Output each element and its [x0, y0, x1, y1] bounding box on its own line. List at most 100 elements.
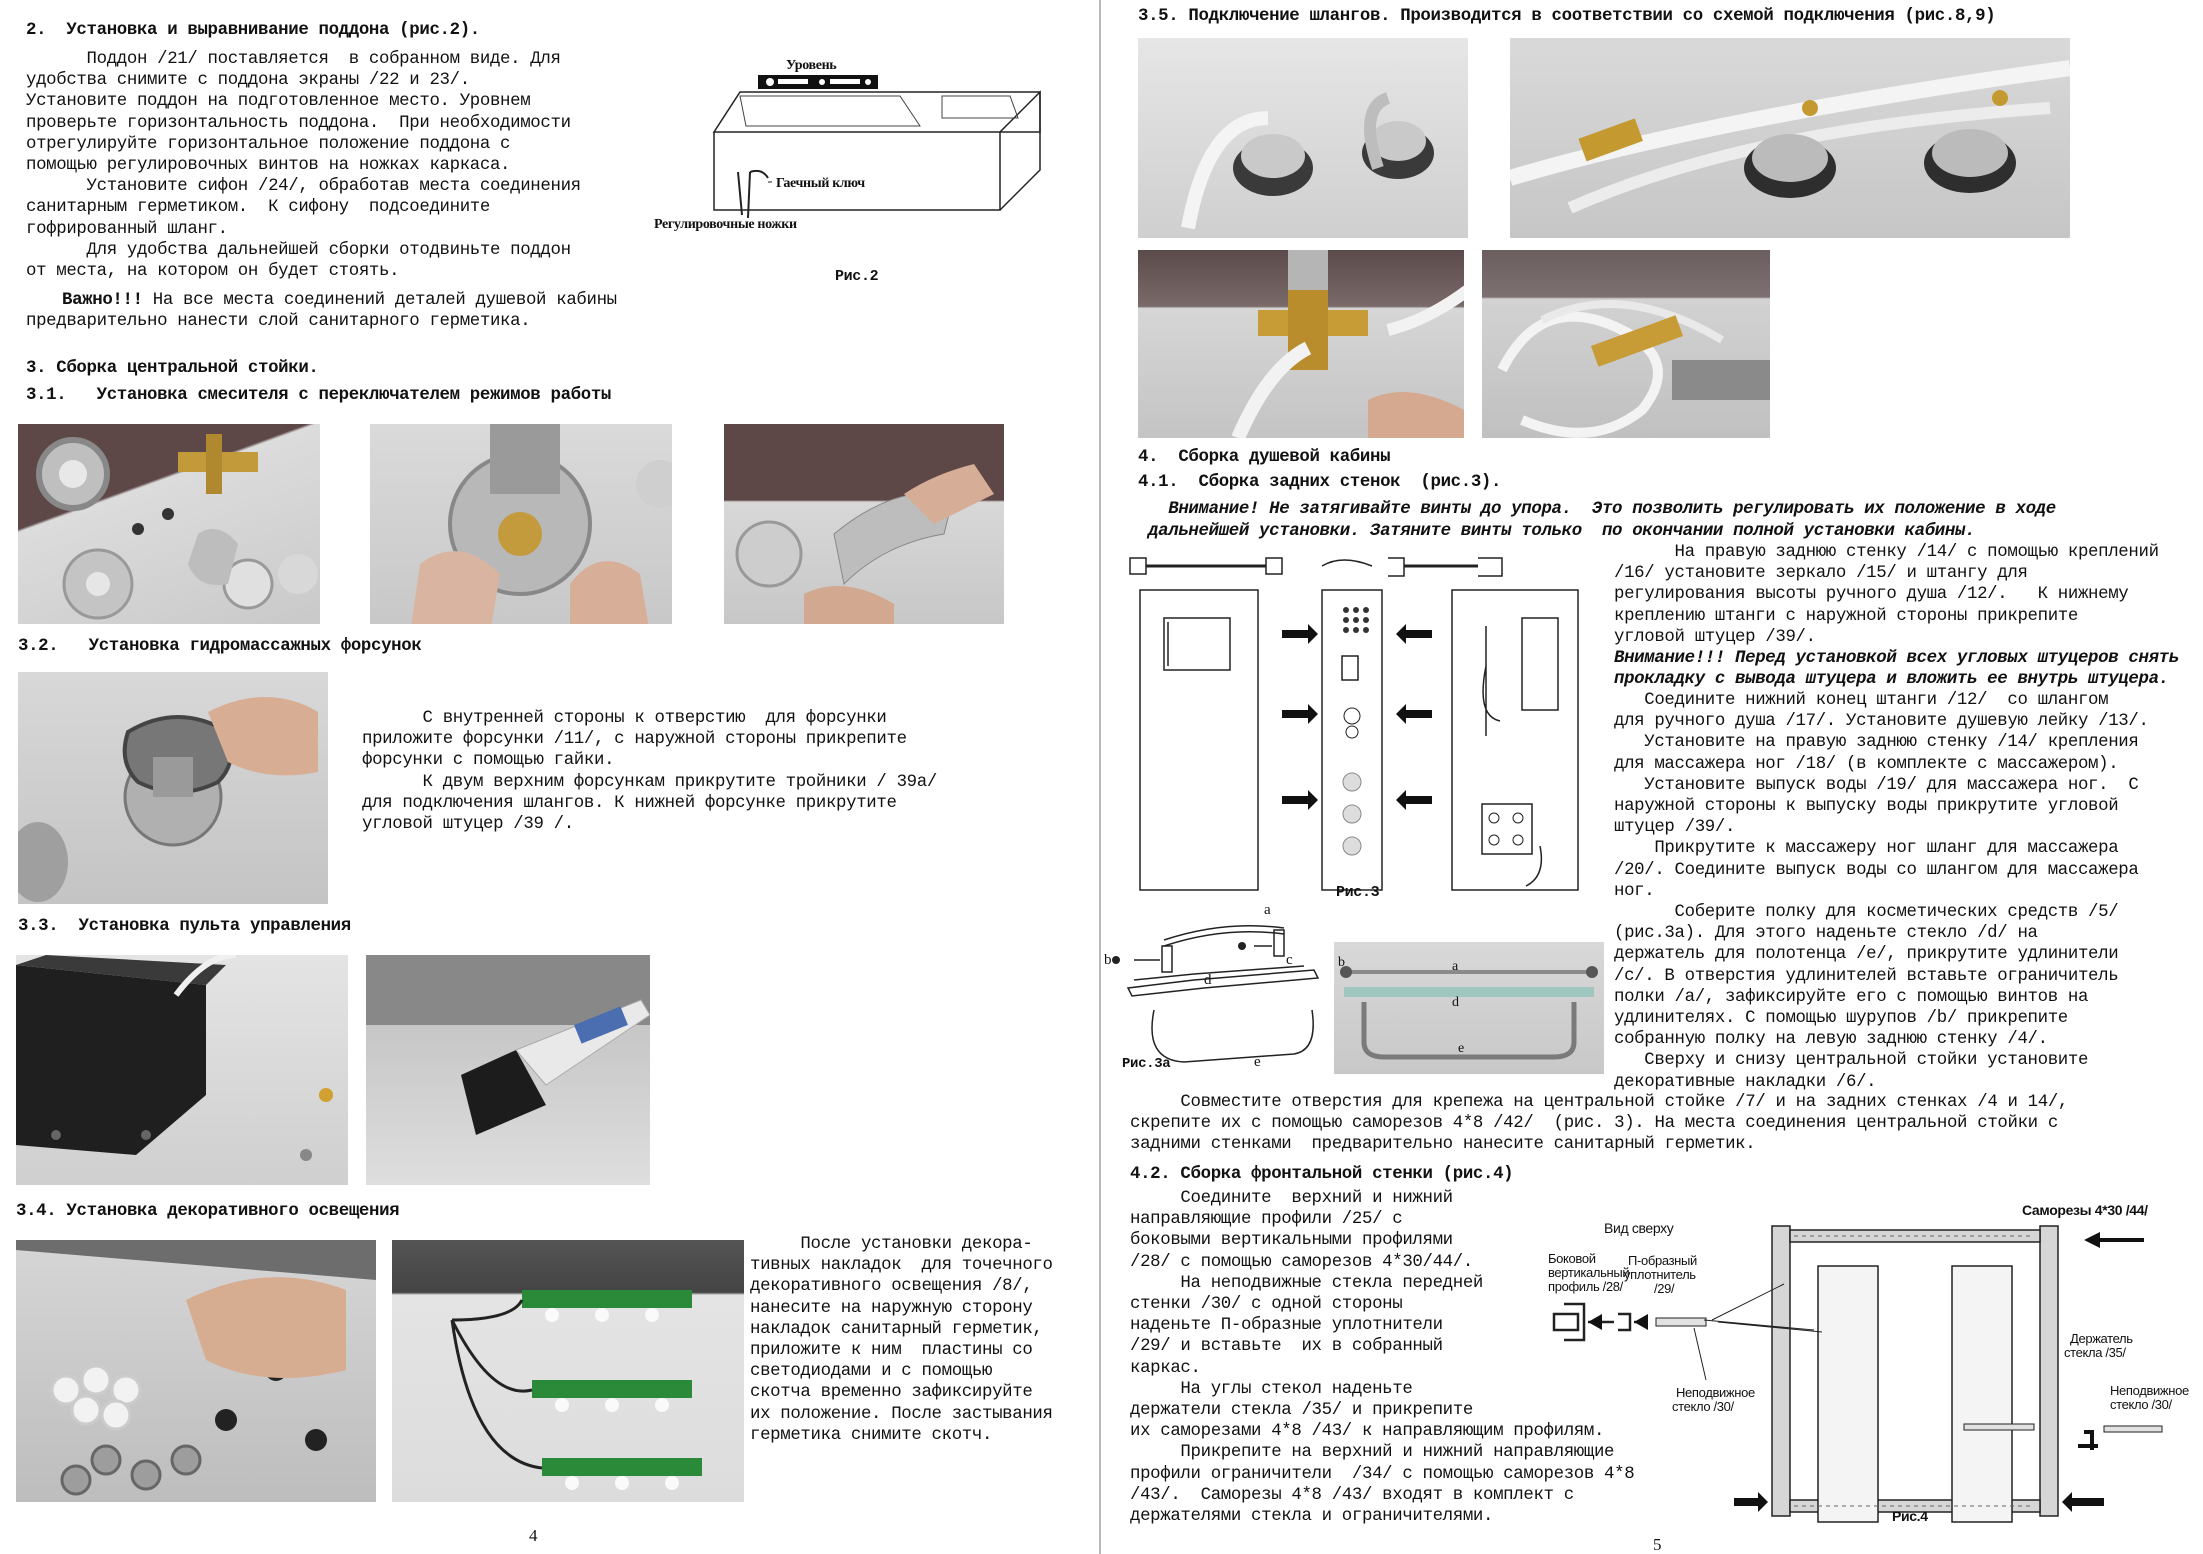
s32-line: угловой штуцер /39 /.: [362, 815, 574, 834]
fig4-glass-2: стекло /30/: [1672, 1399, 1734, 1414]
section-3-1-title: 3.1. Установка смесителя с переключателе…: [26, 386, 611, 405]
attn-line: Внимание!!! Перед установкой всех угловы…: [1614, 649, 2179, 668]
photo-hose-connections: [1510, 38, 2070, 238]
p41c-line: декоративные накладки /6/.: [1614, 1072, 1877, 1092]
p41b-line: для ручного душа /17/. Установите душеву…: [1614, 712, 2149, 732]
s34-line: тивных накладок для точечного: [750, 1256, 1053, 1276]
photo-jet-nozzle: [18, 672, 328, 904]
label-3a-c: c: [1286, 952, 1293, 968]
section-3-title: 3. Сборка центральной стойки.: [26, 359, 319, 378]
label-3a-a: a: [1264, 902, 1271, 918]
section-3-4-title: 3.4. Установка декоративного освещения: [16, 1202, 400, 1221]
p42-line: наденьте П-образные уплотнители: [1130, 1316, 1443, 1336]
section-3-2-title: 3.2. Установка гидромассажных форсунок: [18, 637, 422, 656]
sec2-line: отрегулируйте горизонтальное положение п…: [26, 134, 511, 154]
p42-line: профили ограничители /34/ с помощью само…: [1130, 1464, 1635, 1484]
s32-line: С внутренней стороны к отверстию для фор…: [362, 709, 887, 728]
s34-line: герметика снимите скотч.: [750, 1425, 993, 1445]
sec2-line: Для удобства дальнейшей сборки отодвиньт…: [26, 240, 571, 260]
sec2-line: Установите поддон на подготовленное мест…: [26, 92, 531, 112]
fig2-label-legs: Регулировочные ножки: [654, 217, 797, 232]
photo-mixer-wrench: [370, 424, 672, 624]
figure-2-caption: Рис.2: [835, 268, 879, 285]
fig4-glass-right-2: стекло /30/: [2110, 1397, 2172, 1412]
sec2-line: проверьте горизонтальность поддона. При …: [26, 113, 571, 133]
fig4-screws: Саморезы 4*30 /44/: [2022, 1202, 2148, 1218]
p41c-line: (рис.3а). Для этого наденьте стекло /d/ …: [1614, 924, 2038, 944]
p41-line: креплению штанги с наружной стороны прик…: [1614, 606, 2078, 626]
fig4-glass-1: Неподвижное: [1676, 1385, 1755, 1400]
p42-line: На неподвижные стекла передней: [1130, 1273, 1484, 1293]
p42-line: Соедините верхний и нижний: [1130, 1189, 1453, 1208]
figure-3-back-walls: [1122, 546, 1612, 906]
s34-line: декоративного освещения /8/,: [750, 1277, 1033, 1297]
sec2-line: от места, на котором он будет стоять.: [26, 262, 400, 281]
figure-3a-caption: Рис.3а: [1122, 1056, 1171, 1072]
p42-line: каркас.: [1130, 1358, 1201, 1378]
fig2-label-wrench: Гаечный ключ: [776, 176, 865, 191]
p41b-line: Соедините нижний конец штанги /12/ со шл…: [1614, 691, 2109, 710]
fig4-side-profile-2: вертикальный: [1548, 1265, 1630, 1280]
sec2-line: удобства снимите с поддона экраны /22 и …: [26, 71, 470, 91]
figure-3a-shelf: a b c d e: [1104, 900, 1328, 1076]
p42-line: На углы стекол наденьте: [1130, 1379, 1413, 1399]
figure-4-front-wall: Вид сверху Саморезы 4*30 /44/ Боковой ве…: [1544, 1200, 2199, 1530]
photo-led-strips: [392, 1240, 744, 1502]
s32-line: К двум верхним форсункам прикрутите трой…: [362, 772, 938, 792]
s34-line: накладок санитарный герметик,: [750, 1319, 1043, 1339]
p42-line: держателями стекла и ограничителями.: [1130, 1507, 1494, 1526]
fig4-seal-1: П-образный: [1628, 1253, 1697, 1268]
photo-shower-hose: [1482, 250, 1770, 438]
photo-hose-elbows: [1138, 38, 1468, 238]
page-number-right: 5: [1653, 1535, 1662, 1554]
s34-line: их положение. После застывания: [750, 1404, 1053, 1424]
p41c-line: держатель для полотенца /e/, прикрутите …: [1614, 945, 2119, 965]
fig4-holder-1: Держатель: [2070, 1331, 2133, 1346]
photo-mixer-switch: [724, 424, 1004, 624]
sec2-line: гофрированный шланг.: [26, 219, 228, 239]
p41c-line: полки /а/, зафиксируйте его с помощью ви…: [1614, 987, 2089, 1007]
p42-line: боковыми вертикальными профилями: [1130, 1231, 1453, 1251]
photo-led-covers: [16, 1240, 376, 1502]
fig2-label-level: Уровень: [786, 58, 837, 73]
section-3-3-title: 3.3. Установка пульта управления: [18, 917, 351, 936]
warning-line-2: дальнейшей установки. Затяните винты тол…: [1138, 522, 1976, 541]
p42-line: Прикрепите на верхний и нижний направляю…: [1130, 1443, 1615, 1463]
p41c-line: собранную полку на левую заднюю стенку /…: [1614, 1030, 2048, 1050]
section-3-5-title: 3.5. Подключение шлангов. Производится в…: [1138, 7, 1996, 26]
important-line2: предварительно нанести слой санитарного …: [26, 312, 531, 331]
section-2-title: 2. Установка и выравнивание поддона (рис…: [26, 21, 480, 40]
p42-line: их саморезами 4*8 /43/ к направляющим пр…: [1130, 1422, 1605, 1442]
photo-shelf: a b d e: [1334, 942, 1604, 1074]
page-divider: [1099, 0, 1101, 1554]
label-3a-b: b: [1104, 952, 1112, 968]
important-note: Важно!!! На все места соединений деталей…: [62, 290, 617, 311]
s34-line: скотча временно зафиксируйте: [750, 1383, 1033, 1403]
warning-line-1: Внимание! Не затягивайте винты до упора.…: [1138, 500, 2056, 519]
label-photo-e: e: [1458, 1041, 1464, 1056]
label-3a-e: e: [1254, 1054, 1261, 1070]
p41-line: На правую заднюю стенку /14/ с помощью к…: [1614, 543, 2159, 562]
important-text: На все места соединений деталей душевой …: [142, 291, 617, 310]
page-number-left: 4: [529, 1526, 538, 1545]
p41c-line: /c/. В отверстия удлинителей вставьте ог…: [1614, 966, 2119, 986]
s34-line: нанесите на наружную сторону: [750, 1298, 1033, 1318]
s32-line: для подключения шлангов. К нижней форсун…: [362, 793, 897, 813]
sec2-line: Установите сифон /24/, обработав места с…: [26, 177, 582, 197]
label-photo-d: d: [1452, 995, 1459, 1010]
section-4-2-title: 4.2. Сборка фронтальной стенки (рис.4): [1130, 1165, 1514, 1184]
p41b-line: для массажера ног /18/ (в комплекте с ма…: [1614, 754, 2119, 774]
p41b-line: штуцер /39/.: [1614, 818, 1736, 838]
sec2-line: санитарным герметиком. К сифону подсоеди…: [26, 198, 490, 218]
p42-line: /28/ с помощью саморезов 4*30/44/.: [1130, 1252, 1473, 1272]
p41-line: /16/ установите зеркало /15/ и штангу дл…: [1614, 564, 2028, 584]
section-4-1-title: 4.1. Сборка задних стенок (рис.3).: [1138, 473, 1502, 492]
section-4-title: 4. Сборка душевой кабины: [1138, 448, 1391, 467]
photo-sealant-panel: [366, 955, 650, 1185]
sec2-line: помощью регулировочных винтов на ножках …: [26, 156, 511, 175]
figure-3-caption: Рис.3: [1336, 884, 1380, 901]
p42-line: /29/ и вставьте их в собранный: [1130, 1337, 1443, 1357]
p41b-line: Прикрутите к массажеру ног шланг для мас…: [1614, 839, 2119, 859]
p41b-line: наружной стороны к выпуску воды прикрути…: [1614, 797, 2119, 816]
photo-mixer-parts: [18, 424, 320, 624]
